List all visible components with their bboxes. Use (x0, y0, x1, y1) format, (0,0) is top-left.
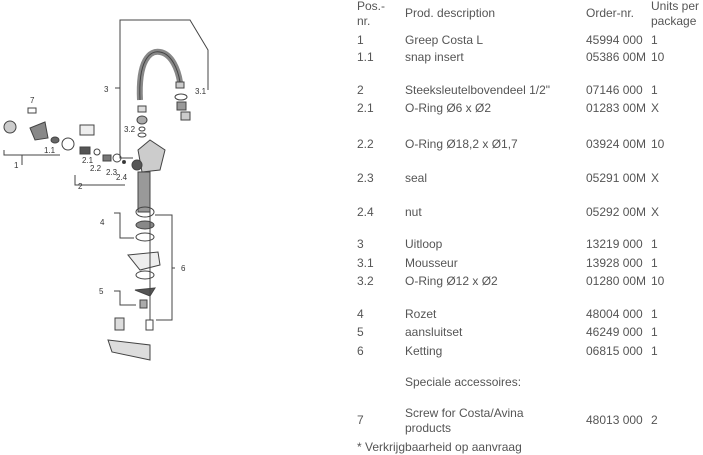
pos-cell: 1 (357, 33, 364, 47)
pos-cell: 2.4 (357, 205, 374, 219)
footnote: * Verkrijgbaarheid op aanvraag (357, 440, 522, 454)
units-cell: 1 (651, 33, 658, 47)
units-cell: 1 (651, 325, 658, 339)
pos-cell: 7 (357, 413, 364, 427)
order-cell: 06815 000 (586, 344, 643, 358)
pos-cell: 3.1 (357, 256, 374, 270)
diagram-label: 4 (100, 218, 105, 227)
diagram-label: 7 (30, 96, 35, 105)
diagram-label: 2.2 (90, 164, 102, 173)
header-units: Units per package (651, 0, 700, 28)
desc-cell: seal (405, 171, 428, 185)
units-cell: 10 (651, 50, 665, 64)
pos-cell: 5 (357, 325, 364, 339)
order-cell: 01283 00M (586, 101, 647, 115)
units-cell: X (651, 171, 660, 185)
desc-cell: aansluitset (405, 325, 463, 339)
pos-cell: 6 (357, 344, 364, 358)
desc-cell: O-Ring Ø12 x Ø2 (405, 274, 498, 288)
desc-cell: Mousseur (405, 256, 458, 270)
diagram-label: 5 (99, 287, 104, 296)
order-cell: 13928 000 (586, 256, 643, 270)
units-cell: 1 (651, 256, 658, 270)
header-pos: Pos.-nr. (357, 0, 386, 28)
pos-cell: 2.2 (357, 137, 374, 151)
pos-cell: 4 (357, 307, 364, 321)
order-cell: 03924 00M (586, 137, 647, 151)
diagram-label: 2 (78, 182, 83, 191)
units-cell: 1 (651, 237, 658, 251)
exploded-parts-diagram: 1 1.1 2 2.1 2.2 2.3 2.4 3 3.1 3.2 4 5 6 … (3, 19, 209, 361)
units-cell: X (651, 101, 660, 115)
order-cell: 07146 000 (586, 83, 643, 97)
units-cell: 10 (651, 274, 665, 288)
order-cell: 13219 000 (586, 237, 643, 251)
order-cell: 45994 000 (586, 33, 643, 47)
desc-cell: Uitloop (405, 237, 443, 251)
desc-cell: Steeksleutelbovendeel 1/2" (405, 83, 551, 97)
units-cell: 1 (651, 344, 658, 358)
diagram-label: 2.3 (106, 168, 118, 177)
header-desc: Prod. description (405, 6, 496, 20)
pos-cell: 3.2 (357, 274, 374, 288)
order-cell: 46249 000 (586, 325, 643, 339)
desc-cell: O-Ring Ø18,2 x Ø1,7 (405, 137, 518, 151)
desc-cell: Screw for Costa/Avina products (405, 406, 524, 435)
units-cell: 10 (651, 137, 665, 151)
header-order: Order-nr. (586, 6, 635, 20)
order-cell: 05386 00M (586, 50, 647, 64)
diagram-label: 1.1 (44, 146, 56, 155)
desc-cell: snap insert (405, 50, 464, 64)
diagram-label: 3 (104, 85, 109, 94)
order-cell: 05292 00M (586, 205, 647, 219)
order-cell: 01280 00M (586, 274, 647, 288)
desc-cell: Ketting (405, 344, 443, 358)
diagram-label: 1 (14, 161, 19, 170)
diagram-label: 3.1 (195, 87, 207, 96)
units-cell: 2 (651, 413, 658, 427)
pos-cell: 2.1 (357, 101, 374, 115)
units-cell: 1 (651, 307, 658, 321)
pos-cell: 2.3 (357, 171, 374, 185)
units-cell: 1 (651, 83, 658, 97)
units-cell: X (651, 205, 660, 219)
diagram-label: 2.4 (116, 173, 128, 182)
diagram-label: 2.1 (82, 156, 94, 165)
pos-cell: 3 (357, 237, 364, 251)
diagram-label: 6 (181, 264, 186, 273)
order-cell: 48004 000 (586, 307, 643, 321)
desc-cell: nut (405, 205, 422, 219)
diagram-label: 3.2 (124, 125, 136, 134)
order-cell: 05291 00M (586, 171, 647, 185)
desc-cell: Rozet (405, 307, 437, 321)
pos-cell: 1.1 (357, 50, 374, 64)
pos-cell: 2 (357, 83, 364, 97)
desc-cell: O-Ring Ø6 x Ø2 (405, 101, 492, 115)
special-heading: Speciale accessoires: (405, 375, 522, 389)
desc-cell: Greep Costa L (405, 33, 484, 47)
order-cell: 48013 000 (586, 413, 643, 427)
